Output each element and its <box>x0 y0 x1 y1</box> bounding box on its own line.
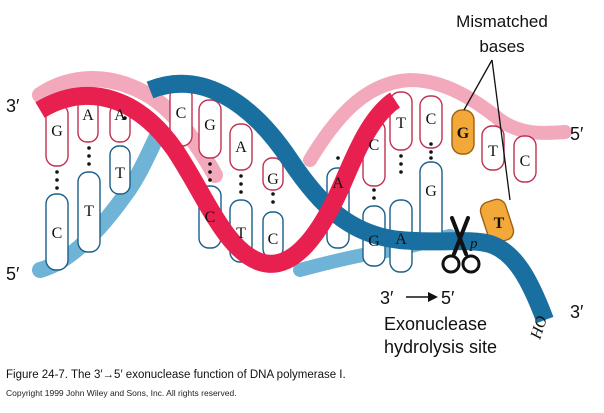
base-cylinder <box>77 171 101 253</box>
site-label-line1: Exonuclease <box>384 314 487 334</box>
base-letter: T <box>396 115 406 132</box>
base-letter: T <box>115 165 125 182</box>
blue-front-strand <box>146 74 554 324</box>
copyright-notice: Copyright 1999 John Wiley and Sons, Inc.… <box>6 388 237 398</box>
site-label-line2: hydrolysis site <box>384 337 497 357</box>
top-row-letters: G A A C G A G C T C G T C <box>51 105 530 188</box>
base-letter: C <box>52 225 63 242</box>
base-cylinder <box>229 123 253 171</box>
base-letter: T <box>84 203 94 220</box>
direction-from-label: 3′ <box>380 288 394 308</box>
base-letter: G <box>204 117 216 134</box>
base-letter: C <box>176 105 187 122</box>
base-letter: T <box>494 215 505 232</box>
base-letter: C <box>369 137 380 154</box>
direction-arrow <box>406 292 438 302</box>
base-letter: G <box>267 171 279 188</box>
phosphate-label: p <box>469 236 478 252</box>
mismatch-label-line1: Mismatched <box>456 12 548 31</box>
base-letter: T <box>488 143 498 160</box>
base-letter: G <box>368 233 380 250</box>
base-letter: A <box>82 107 94 124</box>
mismatch-base-g <box>451 109 475 155</box>
base-letter: G <box>457 125 470 142</box>
base-letter: A <box>332 175 344 192</box>
strand-end-lower-right: 3′ <box>570 302 584 322</box>
base-letter: T <box>236 225 246 242</box>
pink-back-strand-left <box>32 71 223 183</box>
mismatch-label-line2: bases <box>479 37 524 56</box>
base-cylinder <box>419 95 443 149</box>
strand-end-upper-right: 5′ <box>570 124 584 144</box>
base-letter: C <box>426 111 437 128</box>
base-letter: A <box>235 139 247 156</box>
mismatch-pointer-lines <box>463 59 511 201</box>
base-letter: A <box>395 231 407 248</box>
base-letter: C <box>205 209 216 226</box>
base-letter: A <box>114 107 126 124</box>
base-letter: G <box>51 123 63 140</box>
base-cylinder <box>262 157 284 191</box>
base-cylinder <box>481 125 505 171</box>
base-cylinder <box>109 145 131 195</box>
strand-end-lower-left: 5′ <box>6 264 20 284</box>
base-letter: G <box>425 183 437 200</box>
base-letter: C <box>520 153 531 170</box>
bottom-row-letters: C T T C T C A G A G T <box>52 165 505 250</box>
red-front-strand <box>35 87 401 273</box>
base-cylinder <box>45 193 69 271</box>
base-letter: C <box>268 231 279 248</box>
pink-back-strand-right <box>303 72 572 167</box>
base-cylinder <box>198 99 222 159</box>
hydroxyl-label: HO <box>527 314 551 343</box>
base-cylinder <box>513 135 537 183</box>
strand-end-upper-left: 3′ <box>6 96 20 116</box>
base-cylinder <box>419 161 443 243</box>
direction-to-label: 5′ <box>441 288 455 308</box>
scissors-icon <box>441 216 481 274</box>
figure-caption: Figure 24-7. The 3′→5′ exonuclease funct… <box>6 369 346 381</box>
